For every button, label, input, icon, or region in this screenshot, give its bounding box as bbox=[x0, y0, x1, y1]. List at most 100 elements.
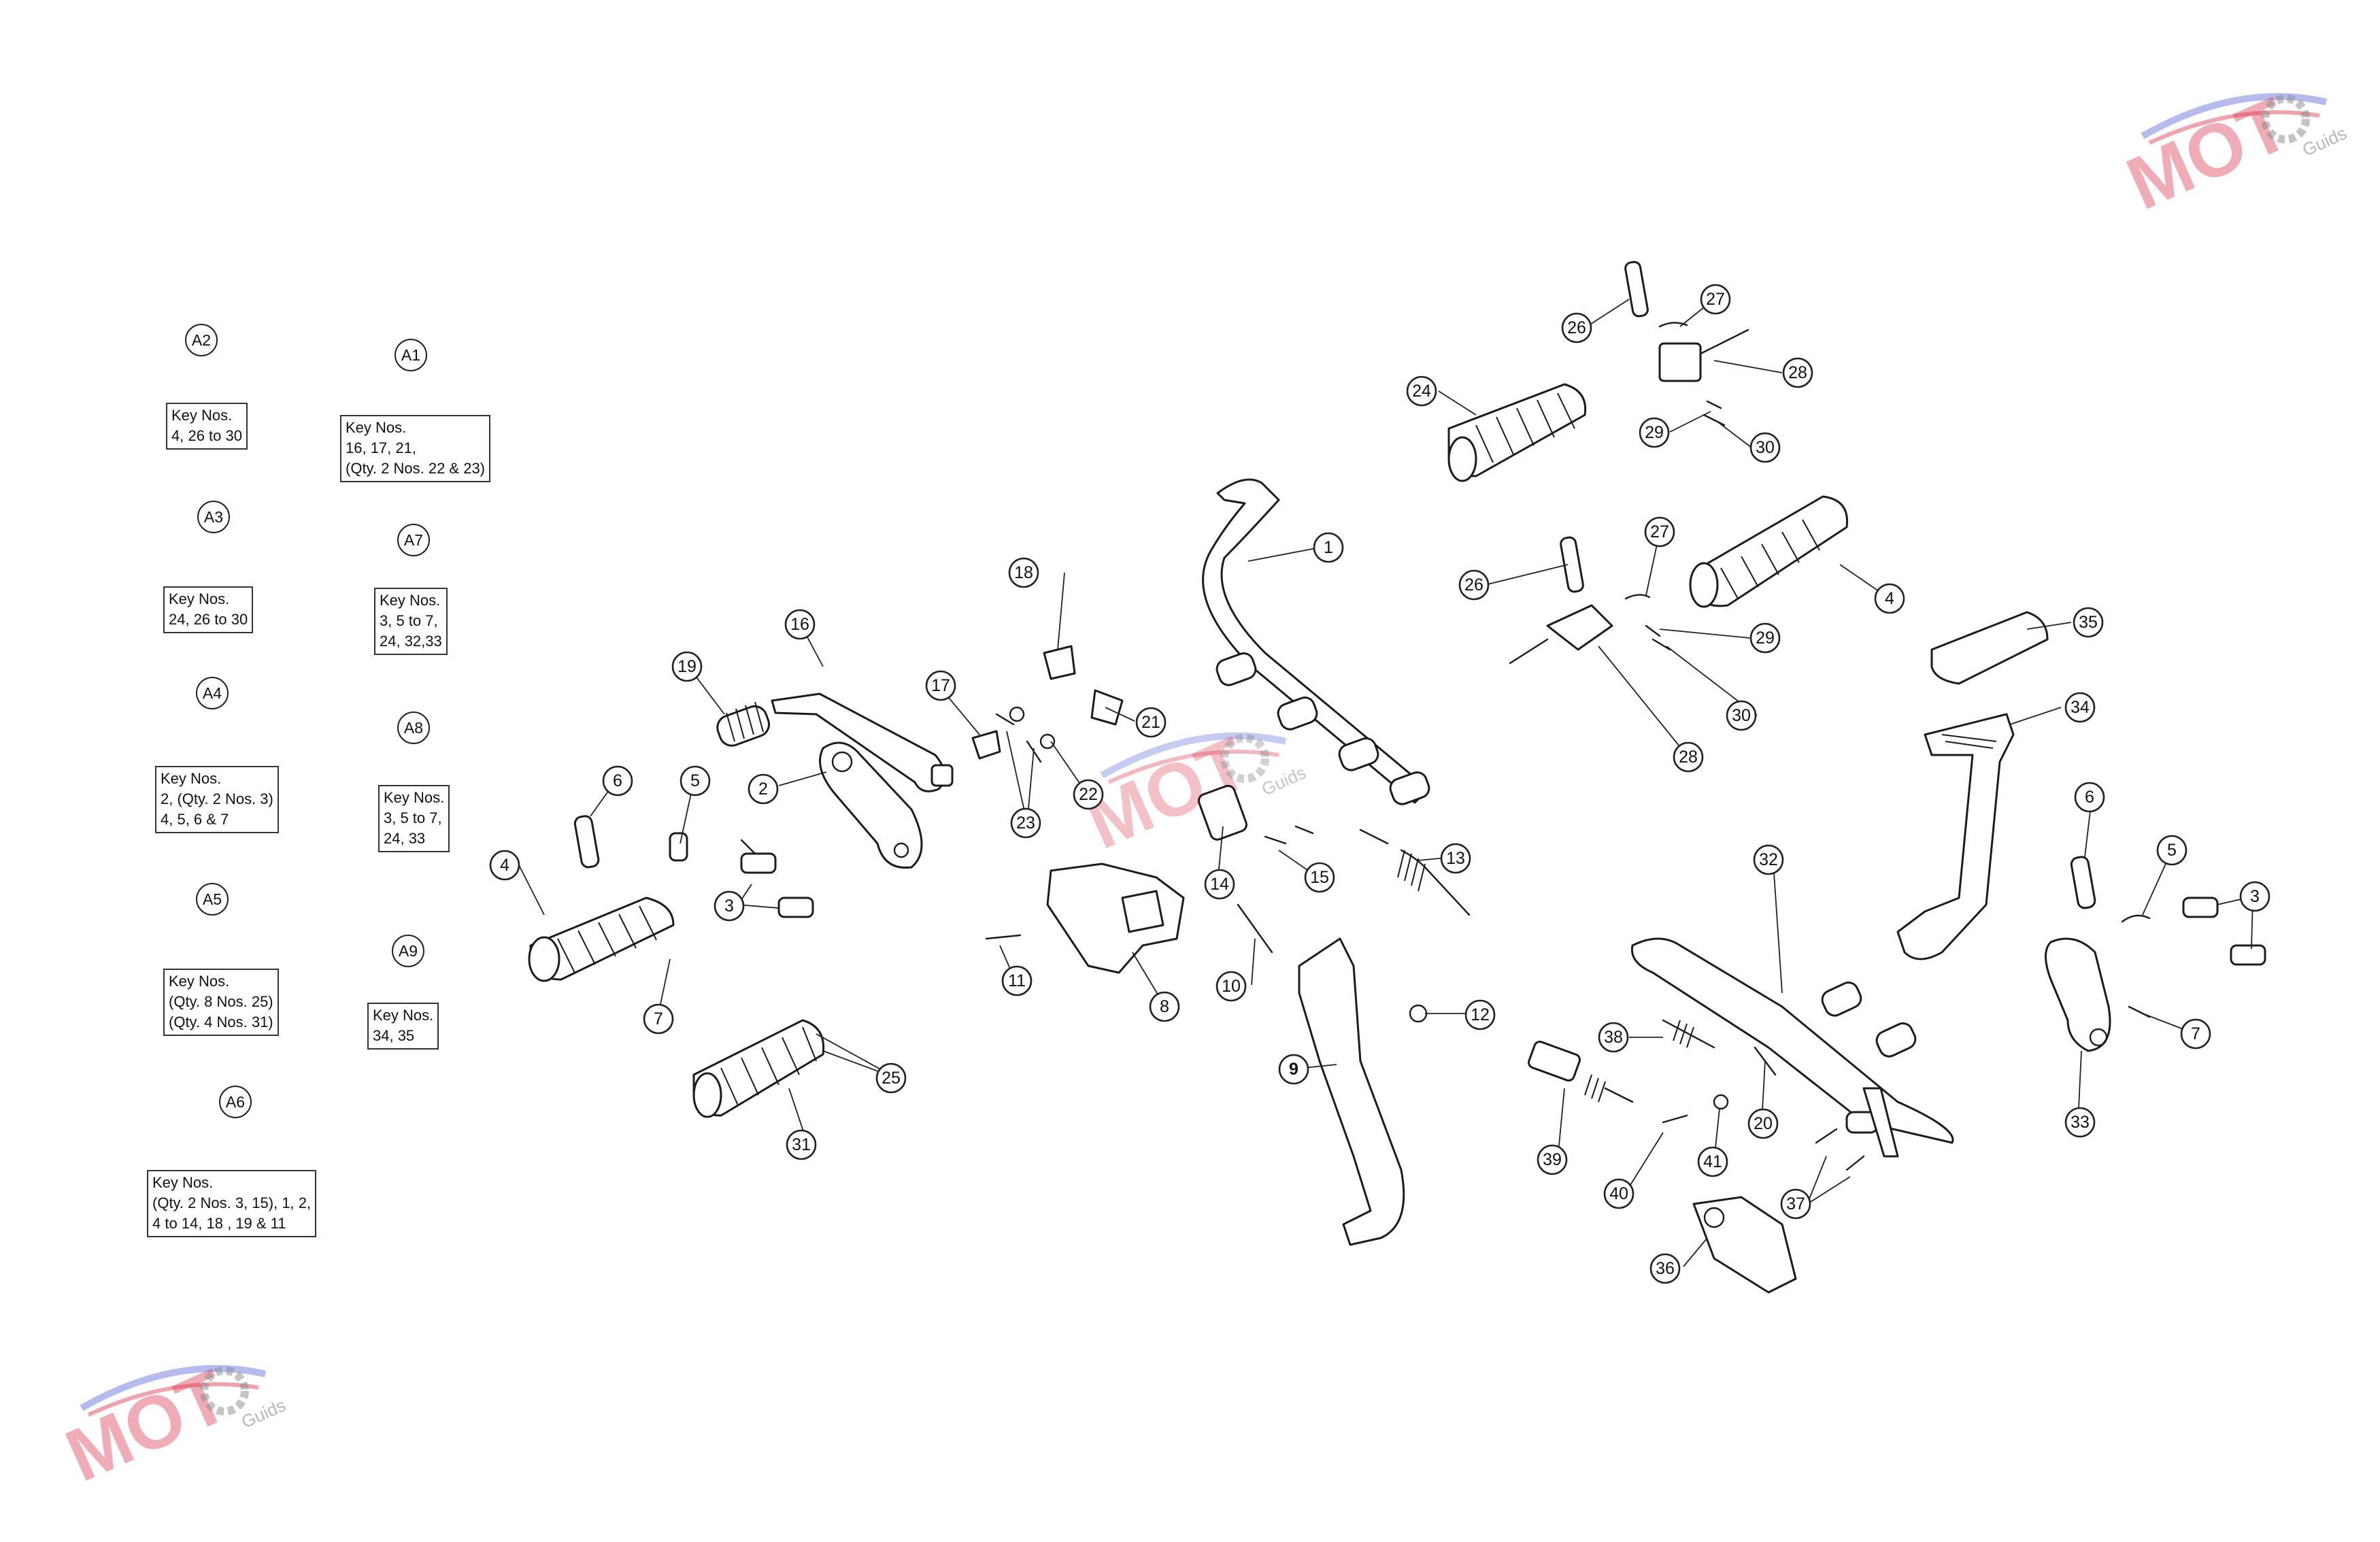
callout-38: 38 bbox=[1598, 1022, 1629, 1053]
callout-14: 14 bbox=[1204, 869, 1235, 900]
brake-pedal-pad-part bbox=[1930, 611, 2049, 685]
svg-text:11: 11 bbox=[1008, 971, 1026, 990]
svg-text:7: 7 bbox=[2191, 1024, 2200, 1043]
callout-28b: 28 bbox=[1673, 741, 1704, 773]
svg-text:41: 41 bbox=[1703, 1152, 1722, 1171]
svg-text:5: 5 bbox=[2167, 841, 2177, 860]
callout-12: 12 bbox=[1464, 999, 1496, 1030]
svg-text:17: 17 bbox=[931, 676, 950, 695]
callout-36: 36 bbox=[1649, 1253, 1681, 1284]
svg-text:15: 15 bbox=[1310, 868, 1329, 887]
svg-text:28: 28 bbox=[1788, 363, 1807, 382]
callout-18: 18 bbox=[1008, 557, 1039, 588]
key-line: Key Nos. bbox=[380, 592, 441, 609]
callout-6b: 6 bbox=[2074, 782, 2105, 813]
callout-30b: 30 bbox=[1726, 700, 1757, 731]
footrest-rubber-part bbox=[692, 1019, 825, 1118]
watermark-logo-bottom-left: MOT Guids bbox=[54, 1354, 289, 1498]
callouts: 1 2 3 4 5 6 7 8 9 10 11 12 13 14 15 16 1… bbox=[489, 284, 2270, 1284]
callout-11: 11 bbox=[1001, 965, 1033, 996]
group-label-a5: A5 bbox=[196, 883, 229, 916]
callout-19: 19 bbox=[671, 651, 703, 682]
group-label-text: A3 bbox=[203, 507, 224, 526]
key-line: 4 to 14, 18 , 19 & 11 bbox=[152, 1215, 286, 1232]
callout-16: 16 bbox=[784, 609, 816, 640]
callout-30: 30 bbox=[1749, 432, 1781, 463]
key-box-a4: Key Nos. 2, (Qty. 2 Nos. 3) 4, 5, 6 & 7 bbox=[155, 766, 279, 833]
svg-text:13: 13 bbox=[1446, 849, 1465, 868]
callout-40: 40 bbox=[1603, 1178, 1635, 1209]
group-label-text: A5 bbox=[202, 890, 222, 908]
key-line: Key Nos. bbox=[346, 419, 407, 436]
key-box-a7: Key Nos. 3, 5 to 7, 24, 32,33 bbox=[374, 588, 448, 655]
callout-32: 32 bbox=[1753, 844, 1784, 875]
group-label-a2: A2 bbox=[185, 324, 218, 356]
key-line: 4, 26 to 30 bbox=[171, 427, 242, 444]
svg-text:3: 3 bbox=[2250, 887, 2260, 906]
callout-28: 28 bbox=[1782, 357, 1813, 388]
callout-23b: 23 bbox=[1016, 814, 1035, 833]
footrest-top-right-part bbox=[1447, 383, 1587, 482]
svg-text:6: 6 bbox=[613, 771, 622, 790]
group-label-a8: A8 bbox=[397, 711, 430, 744]
group-label-text: A8 bbox=[403, 718, 424, 737]
svg-text:2: 2 bbox=[758, 780, 768, 799]
key-line: (Qty. 8 Nos. 25) bbox=[169, 993, 273, 1010]
key-box-a9: Key Nos. 34, 35 bbox=[367, 1003, 439, 1050]
svg-text:25: 25 bbox=[882, 1069, 901, 1088]
key-box-a8: Key Nos. 3, 5 to 7, 24, 33 bbox=[378, 785, 450, 852]
svg-text:36: 36 bbox=[1656, 1259, 1675, 1278]
callout-35: 35 bbox=[2073, 607, 2104, 638]
key-line: (Qty. 2 Nos. 22 & 23) bbox=[346, 460, 486, 477]
callout-5: 5 bbox=[680, 765, 711, 797]
key-line: Key Nos. bbox=[384, 789, 445, 806]
callout-39: 39 bbox=[1537, 1144, 1568, 1175]
callout-6: 6 bbox=[602, 765, 633, 797]
brake-switch-part bbox=[1528, 1040, 1634, 1103]
group-label-text: A7 bbox=[403, 531, 424, 549]
group-label-a3: A3 bbox=[197, 501, 230, 533]
svg-text:29: 29 bbox=[1645, 423, 1664, 442]
group-label-a9: A9 bbox=[392, 935, 424, 967]
key-line: 24, 32,33 bbox=[380, 633, 442, 650]
svg-text:28: 28 bbox=[1679, 748, 1698, 767]
callout-41: 41 bbox=[1697, 1146, 1728, 1177]
key-box-a1: Key Nos. 16, 17, 21, (Qty. 2 Nos. 22 & 2… bbox=[340, 415, 491, 482]
group-label-a7: A7 bbox=[397, 524, 430, 556]
svg-text:33: 33 bbox=[2071, 1113, 2090, 1132]
svg-text:16: 16 bbox=[790, 615, 809, 634]
footrest-bracket-top-part bbox=[1658, 329, 1749, 382]
callout-4: 4 bbox=[489, 850, 520, 881]
svg-text:30: 30 bbox=[1732, 706, 1751, 725]
callout-20: 20 bbox=[1747, 1108, 1779, 1139]
fasteners-group bbox=[573, 261, 2266, 1171]
master-cylinder-part bbox=[1692, 1196, 1797, 1294]
key-line: 24, 26 to 30 bbox=[169, 611, 248, 628]
svg-text:21: 21 bbox=[1141, 713, 1160, 732]
svg-text:3: 3 bbox=[724, 896, 734, 916]
svg-text:9: 9 bbox=[1289, 1060, 1298, 1079]
svg-text:4: 4 bbox=[1885, 589, 1894, 608]
callout-7: 7 bbox=[643, 1003, 674, 1035]
footrest-right-part bbox=[1689, 495, 1849, 608]
svg-text:12: 12 bbox=[1471, 1005, 1490, 1024]
svg-text:5: 5 bbox=[690, 771, 700, 790]
key-line: Key Nos. bbox=[169, 973, 230, 990]
callout-17: 17 bbox=[925, 670, 956, 701]
key-line: 16, 17, 21, bbox=[346, 439, 416, 456]
svg-text:40: 40 bbox=[1609, 1184, 1628, 1203]
key-box-a6: Key Nos. (Qty. 2 Nos. 3, 15), 1, 2, 4 to… bbox=[147, 1170, 317, 1237]
svg-text:34: 34 bbox=[2071, 698, 2090, 717]
callout-33: 33 bbox=[2064, 1107, 2096, 1138]
callout-3: 3 bbox=[714, 890, 745, 922]
key-box-a3: Key Nos. 24, 26 to 30 bbox=[163, 586, 254, 633]
lever-rubber-part bbox=[716, 701, 771, 747]
svg-text:22: 22 bbox=[1079, 785, 1098, 804]
svg-text:30: 30 bbox=[1756, 438, 1775, 457]
key-line: Key Nos. bbox=[373, 1007, 434, 1024]
svg-text:31: 31 bbox=[792, 1135, 811, 1154]
group-label-a1: A1 bbox=[395, 339, 427, 371]
svg-text:38: 38 bbox=[1604, 1028, 1623, 1047]
brake-spring-part bbox=[1662, 1019, 1715, 1049]
